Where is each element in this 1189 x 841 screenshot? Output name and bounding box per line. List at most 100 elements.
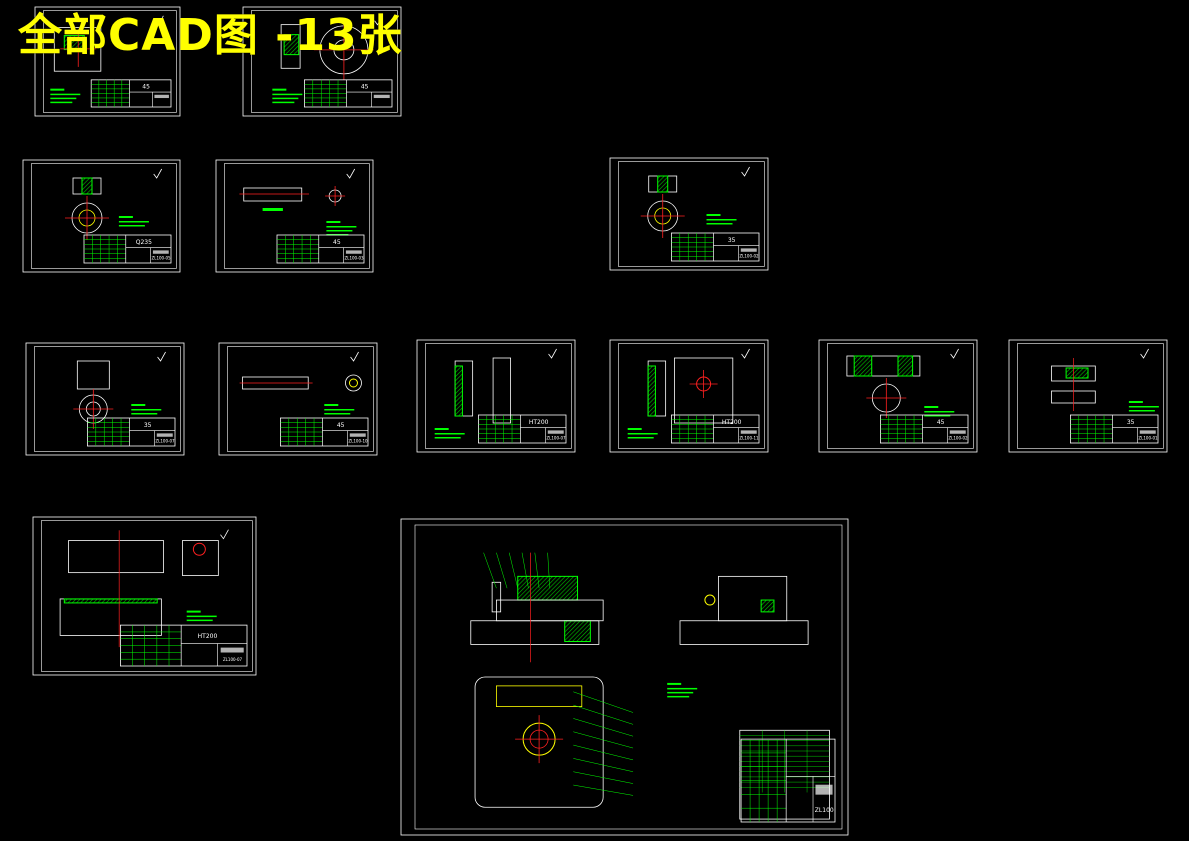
part-number-label: ZL100-07 xyxy=(155,439,175,444)
material-label: 35 xyxy=(1127,419,1135,426)
leader-line xyxy=(573,731,634,749)
inner-frame xyxy=(34,346,181,452)
part-name-text xyxy=(547,430,564,434)
side-clamp-body xyxy=(718,575,788,622)
inner-frame xyxy=(425,343,572,449)
section-hatch xyxy=(897,355,914,377)
part-view xyxy=(627,348,750,439)
inner-circle xyxy=(348,378,358,388)
notes-line xyxy=(272,101,295,104)
front-view-outline xyxy=(53,27,102,72)
technical-notes xyxy=(627,428,658,439)
leader-line xyxy=(573,784,634,796)
front-view-outline xyxy=(674,357,734,424)
surface-roughness-symbol xyxy=(220,529,229,540)
notes-heading xyxy=(924,406,939,408)
notes-heading xyxy=(326,221,341,223)
technical-notes xyxy=(434,428,465,439)
inner-frame xyxy=(618,161,765,267)
notes-line xyxy=(667,687,698,690)
part-view xyxy=(239,168,357,236)
leader-line xyxy=(534,552,540,589)
section-hatch xyxy=(454,365,463,417)
notes-heading xyxy=(272,88,287,91)
end-circle xyxy=(345,374,362,392)
surface-roughness-symbol xyxy=(1140,348,1149,359)
section-hatch xyxy=(647,365,656,417)
section-hatch xyxy=(853,355,873,377)
technical-notes xyxy=(272,88,303,104)
notes-line xyxy=(186,615,217,618)
surface-roughness-symbol xyxy=(741,166,750,177)
material-label: HT200 xyxy=(198,633,218,640)
part-view xyxy=(640,166,750,238)
inner-frame xyxy=(227,346,374,452)
part-name-text xyxy=(152,250,169,254)
sheet-border xyxy=(218,342,378,456)
part-view xyxy=(59,529,229,648)
hole-circle xyxy=(192,542,206,556)
banner-title: 全部CAD图 -13张 xyxy=(18,10,403,61)
leader-line xyxy=(547,552,551,589)
technical-notes xyxy=(326,221,357,236)
notes-line xyxy=(1128,406,1159,408)
inner-frame xyxy=(1017,343,1164,449)
notes-line xyxy=(326,226,357,228)
sheet-border xyxy=(34,6,181,117)
section-view-outline xyxy=(59,598,162,636)
drawing-sheet: 45 xyxy=(34,6,181,117)
material-label: 45 xyxy=(333,239,341,246)
part-number-label: ZL100-10 xyxy=(348,439,368,444)
top-clamp-outline xyxy=(495,685,583,708)
sheet-border xyxy=(25,342,185,456)
top-view-outline xyxy=(68,540,164,574)
part-name-text xyxy=(349,433,366,437)
notes-line xyxy=(434,433,465,435)
section-hatch xyxy=(564,620,591,642)
notes-line xyxy=(272,93,303,96)
notes-heading xyxy=(131,404,146,406)
part-name-text xyxy=(154,94,169,99)
section-hatch xyxy=(63,35,85,51)
technical-notes xyxy=(118,216,149,227)
clamp-body xyxy=(495,599,604,622)
part-number-label: ZL100-03 xyxy=(344,256,364,261)
technical-notes xyxy=(706,214,737,225)
title-block: 45 xyxy=(90,79,172,108)
leader-line xyxy=(573,744,634,761)
inner-frame xyxy=(224,163,370,269)
section-hatch xyxy=(63,598,158,604)
notes-line xyxy=(272,97,299,100)
notes-line xyxy=(186,619,213,622)
part-number-label: ZL100-02 xyxy=(948,436,968,441)
surface-roughness-symbol xyxy=(374,15,383,26)
inner-frame xyxy=(43,10,177,113)
leader-line xyxy=(573,718,634,737)
material-label: 45 xyxy=(337,422,345,429)
material-label: 45 xyxy=(142,84,150,91)
part-name-text xyxy=(740,430,757,434)
part-view xyxy=(272,15,383,104)
dimension-label xyxy=(262,208,283,211)
part-number-label: ZL100-07 xyxy=(546,436,566,441)
part-view xyxy=(239,351,362,415)
section-hatch xyxy=(1065,367,1089,379)
notes-line xyxy=(706,223,733,225)
notes-line xyxy=(50,93,81,96)
notes-line xyxy=(667,691,694,694)
surface-roughness-symbol xyxy=(153,168,163,179)
material-label: HT200 xyxy=(529,419,549,426)
sheet-border xyxy=(609,157,769,271)
part-name-text xyxy=(815,784,833,795)
notes-line xyxy=(50,101,73,104)
